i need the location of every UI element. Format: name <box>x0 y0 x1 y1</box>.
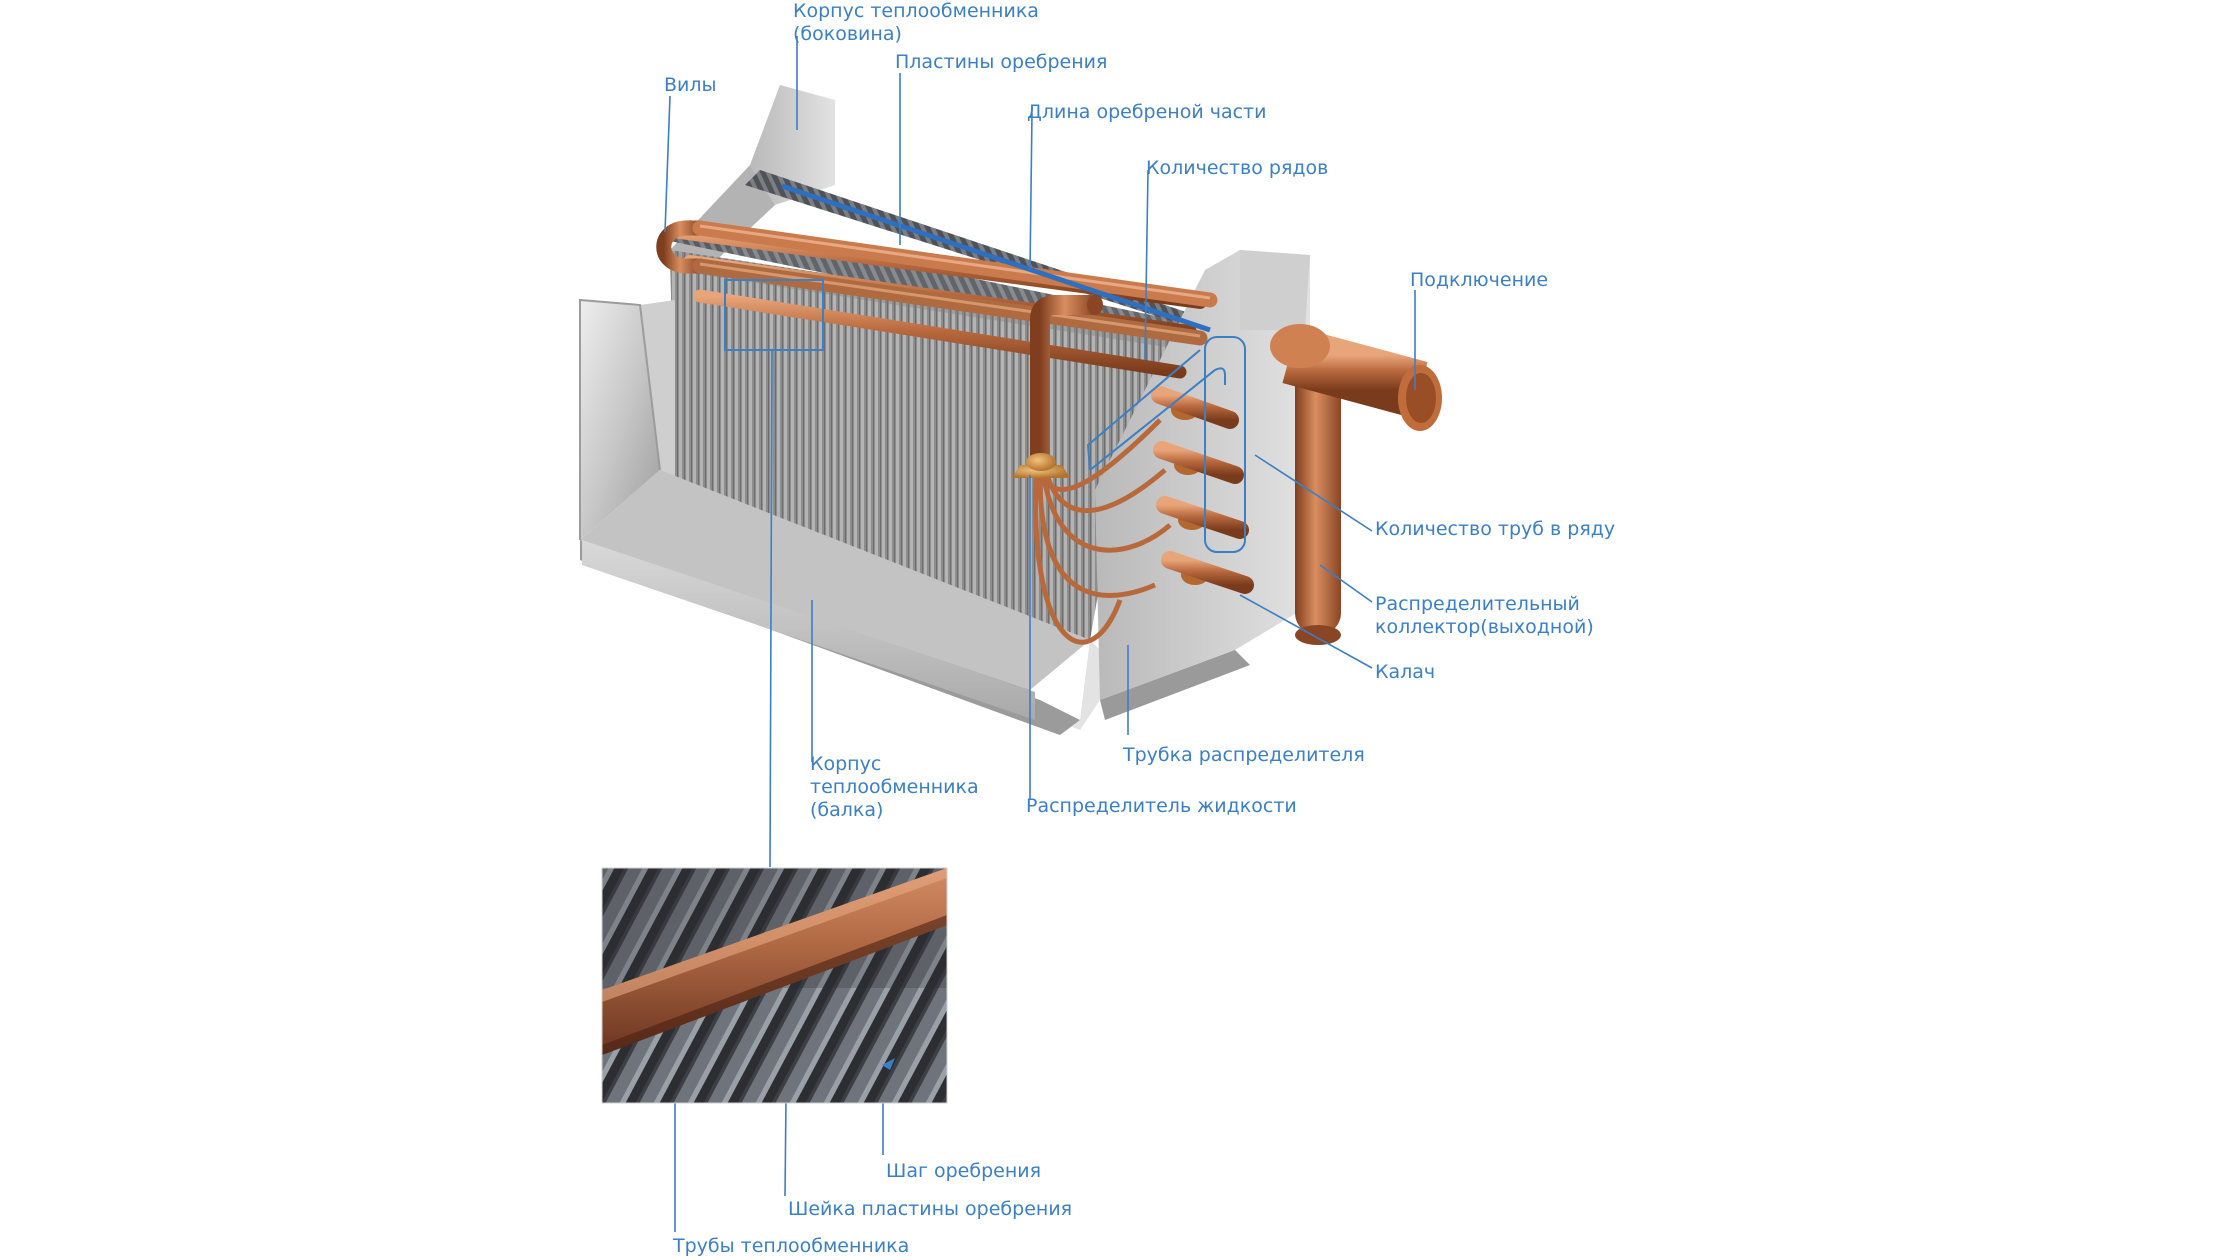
label-tubes-per-row: Количество труб в ряду <box>1375 518 1616 540</box>
label-housing-side-line2: (боковина) <box>793 23 902 45</box>
rows-marker <box>1089 367 1226 471</box>
label-finned-length: Длина оребреной части <box>1027 101 1267 123</box>
label-exchanger-tubes: Трубы теплообменника <box>673 1235 910 1257</box>
label-distributor-tube: Трубка распределителя <box>1123 744 1365 766</box>
label-housing-beam-line3: (балка) <box>810 799 884 821</box>
distributor-tubes <box>1033 418 1172 645</box>
fin-block <box>670 250 1200 640</box>
label-housing-beam: Корпус теплообменника (балка) <box>810 753 979 822</box>
label-forks: Вилы <box>664 74 717 96</box>
label-collector: Распределительный коллектор(выходной) <box>1375 593 1594 639</box>
label-fins: Пластины оребрения <box>895 51 1108 73</box>
label-housing-side: Корпус теплообменника (боковина) <box>793 0 1039 46</box>
label-return-bend: Калач <box>1375 661 1436 683</box>
label-connection: Подключение <box>1410 269 1549 291</box>
label-collector-line2: коллектор(выходной) <box>1375 616 1594 638</box>
distributor-inlet <box>1030 295 1095 460</box>
header-stubs <box>1151 386 1254 594</box>
label-collector-line1: Распределительный <box>1375 593 1580 615</box>
zoom-inset <box>601 867 948 1104</box>
label-liquid-distributor: Распределитель жидкости <box>1026 795 1297 817</box>
tubes-row-marker <box>1204 336 1246 553</box>
zoom-region-marker <box>724 279 824 351</box>
label-fin-collar: Шейка пластины оребрения <box>788 1198 1073 1220</box>
label-housing-side-line1: Корпус теплообменника <box>793 0 1039 22</box>
housing-left-end <box>580 300 660 540</box>
outlet-collector <box>1295 345 1341 635</box>
label-rows-count: Количество рядов <box>1146 157 1329 179</box>
label-housing-beam-line2: теплообменника <box>810 776 979 798</box>
label-fin-pitch: Шаг оребрения <box>886 1160 1042 1182</box>
zoom-tube <box>602 868 947 1055</box>
fin-length-marker <box>781 183 1211 333</box>
label-housing-beam-line1: Корпус <box>810 753 882 775</box>
housing-floor <box>580 470 1090 690</box>
return-bend-tube <box>656 220 708 274</box>
liquid-distributor-body <box>1012 465 1070 478</box>
